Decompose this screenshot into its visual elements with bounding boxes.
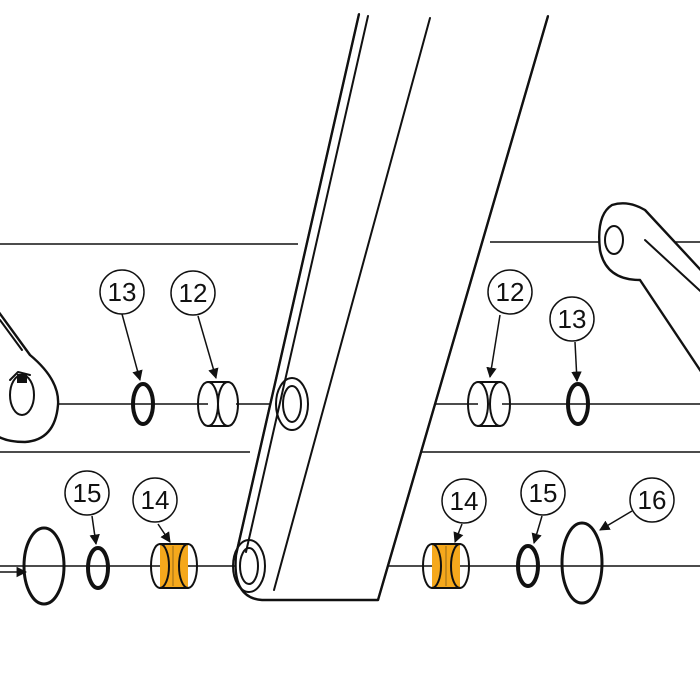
- callout-label: 12: [496, 277, 525, 307]
- leader-arrows: [0, 313, 633, 578]
- leader-16: [599, 510, 633, 531]
- leader-14-left: [157, 523, 171, 543]
- callout-16: 16: [629, 477, 675, 523]
- link-upper-bore-inner: [282, 385, 302, 423]
- seal-ring-16: [560, 521, 604, 605]
- callout-14-left: 14: [132, 477, 178, 523]
- callout-14-right: 14: [441, 478, 487, 524]
- ring-13-right: [566, 382, 590, 426]
- leader-12-right: [486, 314, 501, 379]
- bushing-12-left: [197, 381, 239, 427]
- callout-12-right: 12: [487, 269, 533, 315]
- central-link: [232, 13, 550, 602]
- bushings-12: [197, 381, 511, 427]
- right-lever-arm: [598, 202, 700, 373]
- bushing-12-right: [467, 381, 511, 427]
- callout-15-right: 15: [520, 470, 566, 516]
- seal-ring-left: [22, 526, 66, 606]
- callout-label: 12: [179, 278, 208, 308]
- ring-15-left: [86, 546, 110, 590]
- rings: [22, 382, 604, 606]
- bushing-14-right: [422, 543, 470, 589]
- link-upper-bore-outer: [275, 377, 309, 431]
- callouts: 13 12 12 13 15 14 14 15: [64, 269, 675, 524]
- ring-15-right: [516, 544, 540, 588]
- link-lower-bore-inner: [239, 547, 259, 585]
- leader-12-left: [197, 315, 219, 380]
- callout-label: 15: [529, 478, 558, 508]
- left-lever-arm: [0, 311, 60, 444]
- bushing-14-left: [150, 543, 198, 589]
- leader-13-left: [121, 313, 143, 382]
- leader-13-right: [571, 341, 582, 383]
- callout-label: 14: [141, 485, 170, 515]
- callout-13-right: 13: [549, 296, 595, 342]
- callout-label: 13: [558, 304, 587, 334]
- callout-label: 16: [638, 485, 667, 515]
- callout-label: 15: [73, 478, 102, 508]
- bushings-14: [150, 543, 470, 589]
- callout-label: 13: [108, 277, 137, 307]
- leader-15-right: [531, 515, 543, 545]
- callout-15-left: 15: [64, 470, 110, 516]
- ring-13-left: [131, 382, 155, 426]
- leader-14-right: [453, 523, 464, 543]
- link-lower-bore-outer: [232, 539, 266, 593]
- right-arm-bore: [604, 225, 624, 255]
- callout-13-left: 13: [99, 269, 145, 315]
- callout-12-left: 12: [170, 270, 216, 316]
- leader-15-left: [89, 515, 100, 546]
- callout-label: 14: [450, 486, 479, 516]
